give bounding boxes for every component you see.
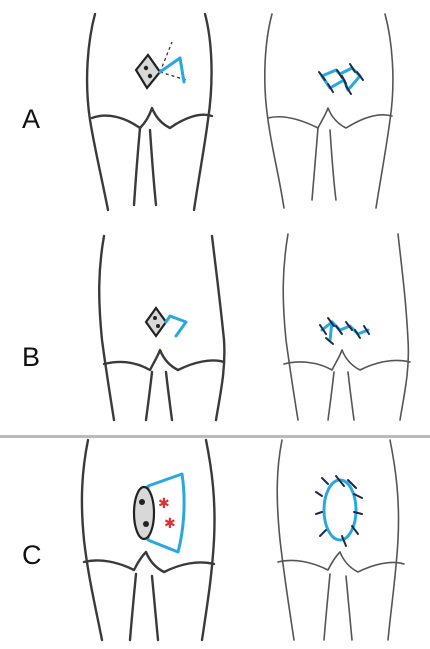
left-leg-line — [328, 372, 334, 420]
gluteal-fold — [104, 350, 224, 370]
panel-label-c: C — [22, 540, 42, 571]
right-leg-line — [348, 372, 354, 420]
left-leg-line — [146, 372, 152, 420]
panel-a-postop — [265, 14, 393, 208]
right-leg-line — [152, 576, 158, 640]
left-flank-outline — [265, 14, 284, 208]
panel-a-preop — [87, 14, 212, 210]
right-leg-line — [330, 130, 336, 200]
panel-b-postop — [283, 234, 410, 420]
sutured-flap-ellipse — [324, 480, 356, 540]
limberg-flap-outline — [166, 316, 186, 336]
elliptical-defect — [134, 487, 154, 539]
gluteal-fold — [284, 350, 410, 370]
left-flank-outline — [87, 14, 108, 210]
left-leg-line — [324, 574, 330, 640]
defect-mark — [156, 324, 160, 328]
right-leg-line — [346, 576, 352, 640]
left-leg-line — [134, 128, 140, 205]
flap-marker-star: ✱ — [164, 516, 176, 532]
panel-c-preop: ✱ ✱ — [82, 440, 215, 640]
gluteal-fold — [278, 552, 404, 572]
suture-stitch — [316, 492, 322, 496]
right-leg-line — [150, 130, 156, 205]
limberg-flap-outline — [160, 58, 184, 82]
sutured-flap — [322, 322, 368, 334]
right-flank-outline — [376, 14, 393, 208]
right-flank-outline — [202, 440, 215, 640]
gluteal-fold — [84, 552, 214, 572]
defect-mark — [143, 521, 149, 527]
left-flank-outline — [283, 234, 298, 420]
suture-stitch — [316, 512, 322, 514]
gluteal-fold — [92, 108, 212, 128]
flap-marker-star: ✱ — [158, 496, 170, 512]
left-leg-line — [130, 574, 136, 640]
panel-c-postop — [277, 440, 404, 640]
panel-b-preop — [99, 236, 224, 420]
panel-label-a: A — [22, 104, 40, 135]
rhomboid-defect — [136, 55, 160, 88]
left-leg-line — [312, 128, 318, 200]
left-flank-outline — [99, 236, 114, 420]
left-flank-outline — [277, 440, 294, 640]
defect-mark — [139, 499, 145, 505]
right-leg-line — [166, 372, 172, 420]
rhomboid-defect — [146, 308, 166, 336]
right-flank-outline — [194, 14, 212, 210]
section-divider — [0, 435, 430, 438]
suture-stitch — [320, 530, 326, 536]
panel-label-b: B — [22, 342, 40, 373]
right-flank-outline — [388, 440, 399, 640]
sutured-flap — [330, 322, 332, 340]
suture-stitch — [322, 478, 328, 484]
defect-mark — [153, 316, 157, 320]
right-flank-outline — [212, 236, 224, 420]
left-flank-outline — [82, 440, 102, 640]
defect-mark — [144, 66, 148, 70]
defect-mark — [148, 74, 152, 78]
right-flank-outline — [398, 234, 408, 420]
gluteal-fold — [268, 108, 392, 128]
